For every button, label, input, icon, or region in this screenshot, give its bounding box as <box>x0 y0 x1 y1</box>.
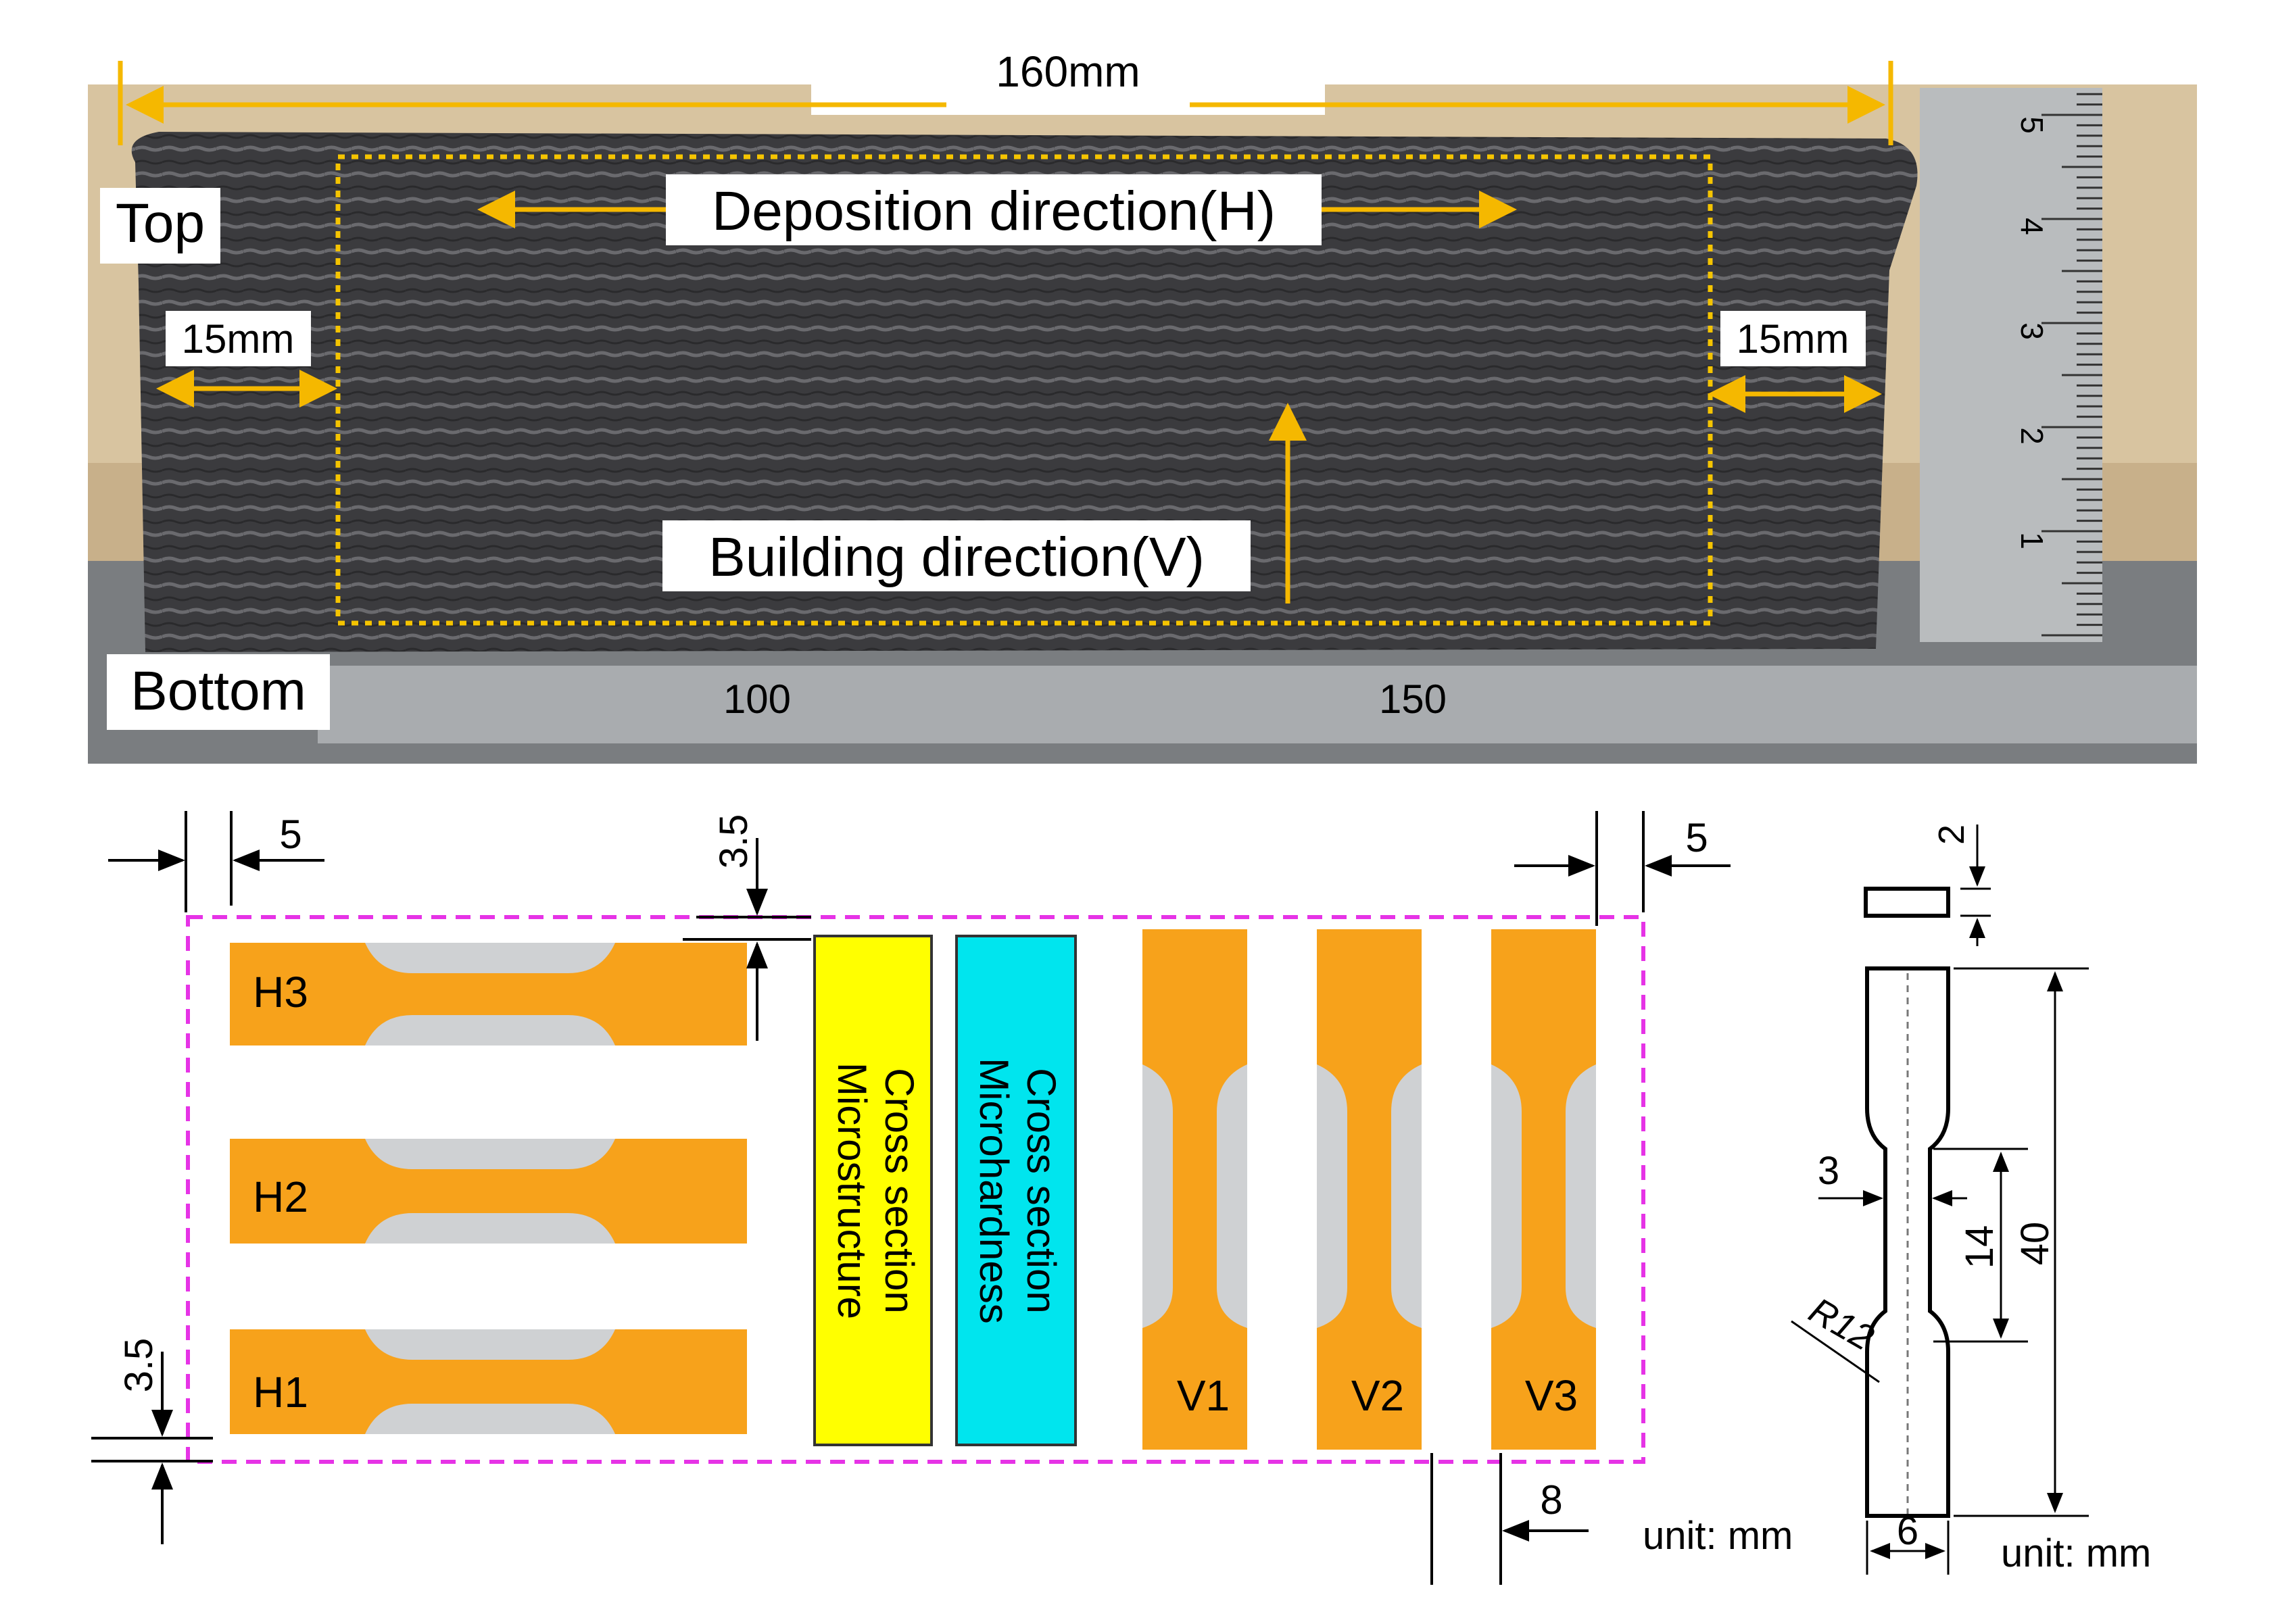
wall-boundary <box>186 915 1645 1464</box>
ruler-number: 5 <box>2014 116 2050 134</box>
ruler-number: 4 <box>2014 218 2050 235</box>
deposited-wall <box>131 132 1918 652</box>
microhardness-label-1: Cross section <box>1019 1068 1064 1313</box>
specimen-unit-label: unit: mm <box>2001 1531 2151 1575</box>
layout-panel: H3 H2 H1 Cross section Microstructure Cr… <box>91 811 1793 1585</box>
deposition-label: Deposition direction(H) <box>712 180 1276 242</box>
top-gap-label: 3.5 <box>712 814 756 869</box>
left-gap-label: 5 <box>279 812 301 857</box>
building-label-bg <box>662 520 1251 591</box>
microhardness-label-2: Microhardness <box>971 1058 1017 1324</box>
top-label-bg <box>100 188 220 264</box>
h2-label: H2 <box>253 1173 308 1221</box>
microhardness-block: Cross section Microhardness <box>955 935 1077 1446</box>
right-margin-label: 15mm <box>1737 316 1850 362</box>
specimen-drawing: 2 40 14 3 R12 6 unit: mm <box>1791 825 2151 1575</box>
bottom-label: Bottom <box>130 660 306 722</box>
right-gap-label: 5 <box>1685 815 1708 860</box>
dim-top-gap: 3.5 <box>683 814 811 1041</box>
thickness-label: 2 <box>1931 825 1972 845</box>
dim-bottom-gap: 3.5 <box>91 1338 213 1544</box>
deposition-label-bg <box>666 174 1322 245</box>
bottom-ruler <box>318 666 2197 743</box>
v-spacing-label: 8 <box>1540 1477 1562 1523</box>
v2-label: V2 <box>1351 1371 1404 1420</box>
building-label: Building direction(V) <box>708 526 1205 588</box>
vertical-specimen-v1: V1 <box>1142 929 1247 1450</box>
vertical-specimen-v2: V2 <box>1317 929 1422 1450</box>
h3-label: H3 <box>253 968 308 1016</box>
microstructure-block: Cross section Microstructure <box>813 935 933 1446</box>
bottom-label-bg <box>107 654 330 730</box>
top-label: Top <box>116 193 205 254</box>
bottom-ruler-number: 150 <box>1379 676 1447 722</box>
right-margin-label-bg <box>1720 311 1866 366</box>
v1-label: V1 <box>1177 1371 1230 1420</box>
photo-panel: 100 150 5 4 3 2 1 160mm Deposition direc… <box>88 41 2197 764</box>
bottom-ruler-number: 100 <box>723 676 791 722</box>
dim-left-gap: 5 <box>108 811 324 912</box>
microstructure-label-1: Cross section <box>877 1068 922 1313</box>
h1-label: H1 <box>253 1368 308 1417</box>
ruler-number: 3 <box>2014 322 2050 340</box>
horizontal-specimen-h2: H2 <box>230 1139 747 1244</box>
bottom-gap-label: 3.5 <box>117 1338 161 1393</box>
total-length-label: 40 <box>2013 1222 2057 1266</box>
length-label: 160mm <box>996 47 1140 96</box>
vertical-ruler: 5 4 3 2 1 <box>1920 88 2102 642</box>
gauge-width-label: 3 <box>1818 1149 1839 1193</box>
horizontal-specimen-h1: H1 <box>230 1329 747 1434</box>
ruler-number: 1 <box>2014 532 2050 549</box>
gauge-length-label: 14 <box>1958 1225 2002 1269</box>
dim-v-spacing: 8 <box>1430 1453 1589 1585</box>
ruler-number: 2 <box>2014 427 2050 445</box>
specimen-thickness-view <box>1864 887 1950 918</box>
left-margin-label: 15mm <box>182 316 295 362</box>
grip-width-label: 6 <box>1897 1509 1918 1553</box>
vertical-specimen-v3: V3 <box>1491 929 1596 1450</box>
v3-label: V3 <box>1525 1371 1578 1420</box>
horizontal-specimen-h3: H3 <box>230 943 747 1045</box>
microstructure-label-2: Microstructure <box>829 1062 875 1319</box>
layout-unit-label: unit: mm <box>1643 1514 1793 1558</box>
dim-right-gap: 5 <box>1514 811 1731 926</box>
left-margin-label-bg <box>166 311 311 366</box>
specimen-outline <box>1865 966 1950 1518</box>
